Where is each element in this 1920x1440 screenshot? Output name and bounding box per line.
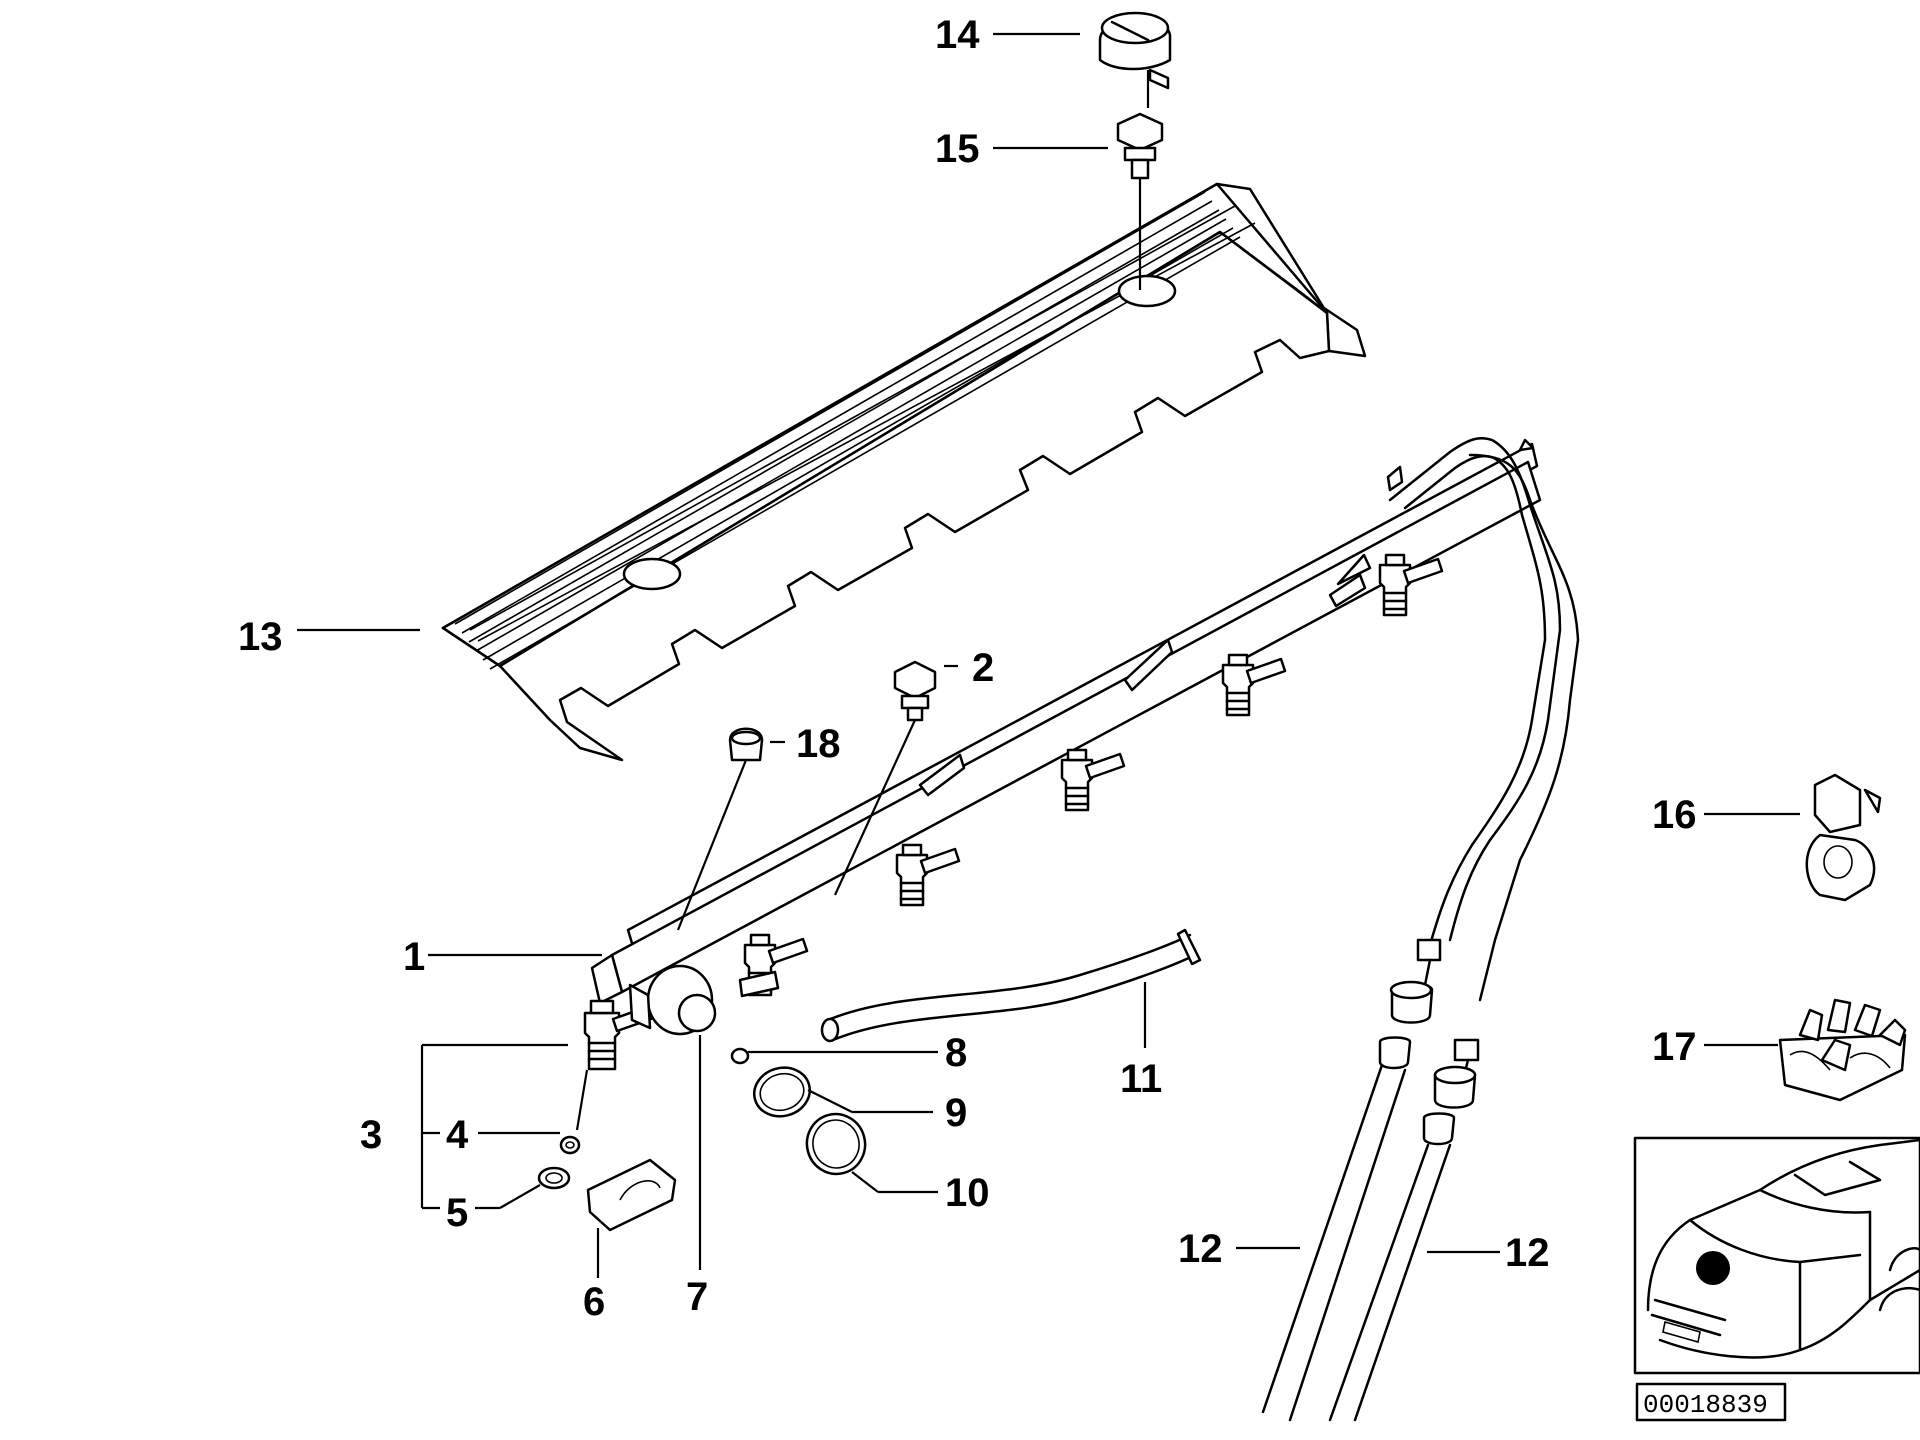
callout-16: 16 [1652, 793, 1697, 837]
reference-box: 00018839 [1635, 1382, 1787, 1422]
regulator-sealing-ring [805, 1112, 867, 1176]
leader-lines [297, 32, 1800, 1254]
fuel-lines [1261, 436, 1580, 1422]
fuel-injector [1221, 653, 1287, 717]
cover-mount-hole-rear [1117, 274, 1177, 308]
callout-2: 2 [972, 646, 994, 690]
rail-bolt [893, 660, 937, 722]
injector-o-ring-lower [537, 1166, 571, 1190]
callout-13: 13 [238, 615, 283, 659]
callout-9: 9 [945, 1091, 967, 1135]
callout-8: 8 [945, 1031, 967, 1075]
regulator-seal-small [730, 1047, 750, 1065]
car-locator-icon [1646, 1138, 1920, 1359]
callout-4: 4 [446, 1113, 469, 1157]
cover-cap [1098, 11, 1172, 90]
callout-12-left: 12 [1178, 1227, 1223, 1271]
cover-bolt [1116, 112, 1164, 180]
fuel-injector [1378, 553, 1444, 617]
callout-12-right: 12 [1505, 1231, 1550, 1275]
fuel-injector [895, 843, 961, 907]
injector-o-ring-upper [559, 1135, 581, 1155]
callout-15: 15 [935, 127, 980, 171]
engine-cover [441, 182, 1367, 762]
location-marker-dot [1696, 1251, 1730, 1285]
fuel-rail [590, 438, 1542, 1005]
car-locator-inset [1633, 1136, 1920, 1375]
line-holder [1778, 998, 1907, 1102]
callout-1: 1 [403, 935, 425, 979]
callout-5: 5 [446, 1191, 468, 1235]
regulator-o-ring [752, 1066, 812, 1118]
callout-14: 14 [935, 13, 980, 57]
cover-mount-hole-front [622, 557, 682, 591]
callout-18: 18 [796, 722, 841, 766]
grommet [728, 727, 764, 762]
vacuum-hose [820, 928, 1202, 1043]
callout-labels: 14 15 13 2 18 1 3 4 5 6 7 8 9 10 11 12 1… [238, 13, 1697, 1324]
callout-11: 11 [1120, 1057, 1162, 1101]
callout-3: 3 [360, 1113, 382, 1157]
callout-17: 17 [1652, 1025, 1697, 1069]
callout-10: 10 [945, 1171, 990, 1215]
callout-7: 7 [686, 1275, 708, 1319]
fuel-injector [1060, 748, 1126, 812]
pressure-regulator [628, 964, 780, 1036]
injector-clip [586, 1158, 677, 1232]
reference-number: 00018839 [1643, 1390, 1768, 1420]
callout-6: 6 [583, 1280, 605, 1324]
line-clamp [1805, 773, 1882, 902]
